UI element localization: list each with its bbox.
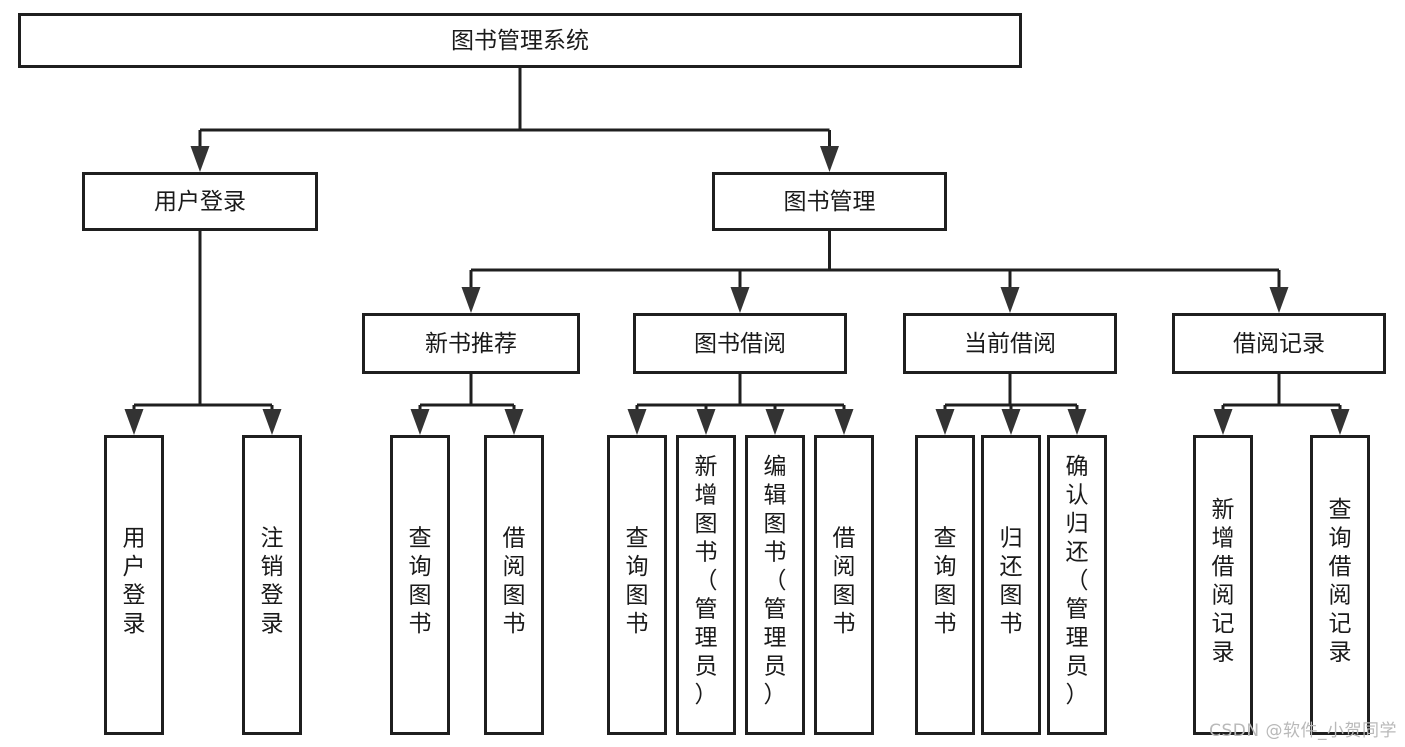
arrow-head-icon xyxy=(461,287,481,313)
arrow-head-icon xyxy=(935,409,955,435)
node-box xyxy=(18,13,1022,68)
node-leaf-edit-book[interactable]: 编辑图书（管理员） xyxy=(745,435,805,735)
node-leaf-confirm-return[interactable]: 确认归还（管理员） xyxy=(1047,435,1107,735)
node-leaf-borrow-book-1[interactable]: 借阅图书 xyxy=(484,435,544,735)
arrow-head-icon xyxy=(1213,409,1233,435)
node-leaf-query-book-1[interactable]: 查询图书 xyxy=(390,435,450,735)
node-current-borrow[interactable]: 当前借阅 xyxy=(903,313,1117,374)
arrow-head-icon xyxy=(627,409,647,435)
node-leaf-add-book[interactable]: 新增图书（管理员） xyxy=(676,435,736,735)
node-box xyxy=(903,313,1117,374)
node-label: 图书管理 xyxy=(784,189,876,215)
node-box xyxy=(607,435,667,735)
node-leaf-query-book-2[interactable]: 查询图书 xyxy=(607,435,667,735)
arrow-head-icon xyxy=(765,409,785,435)
node-new-book-rec[interactable]: 新书推荐 xyxy=(362,313,580,374)
connectors-layer xyxy=(124,68,1350,435)
node-user-login[interactable]: 用户登录 xyxy=(82,172,318,231)
node-label: 当前借阅 xyxy=(964,331,1056,357)
arrow-head-icon xyxy=(262,409,282,435)
node-box xyxy=(712,172,947,231)
arrow-head-icon xyxy=(1000,287,1020,313)
node-box xyxy=(82,172,318,231)
node-box xyxy=(104,435,164,735)
node-label: 借阅图书 xyxy=(503,525,526,637)
arrow-head-icon xyxy=(410,409,430,435)
arrow-head-icon xyxy=(1330,409,1350,435)
node-box xyxy=(1310,435,1370,735)
node-box xyxy=(1172,313,1386,374)
node-label: 编辑图书（管理员） xyxy=(764,454,787,708)
node-box xyxy=(484,435,544,735)
node-label: 用户登录 xyxy=(123,525,146,637)
arrow-head-icon xyxy=(1001,409,1021,435)
node-label: 图书借阅 xyxy=(694,331,786,357)
node-box xyxy=(633,313,847,374)
node-label: 新增图书（管理员） xyxy=(695,454,718,708)
node-box xyxy=(915,435,975,735)
node-label: 归还图书 xyxy=(1000,525,1023,637)
node-label: 注销登录 xyxy=(261,525,284,637)
node-box xyxy=(390,435,450,735)
node-leaf-borrow-book-2[interactable]: 借阅图书 xyxy=(814,435,874,735)
node-label: 确认归还（管理员） xyxy=(1066,454,1089,708)
node-box xyxy=(1047,435,1107,735)
node-borrow-record[interactable]: 借阅记录 xyxy=(1172,313,1386,374)
node-box xyxy=(242,435,302,735)
node-label: 借阅图书 xyxy=(833,525,856,637)
arrow-head-icon xyxy=(190,146,210,172)
node-label: 查询图书 xyxy=(934,525,957,637)
node-box xyxy=(1193,435,1253,735)
node-leaf-user-logout[interactable]: 注销登录 xyxy=(242,435,302,735)
node-box xyxy=(676,435,736,735)
node-box xyxy=(745,435,805,735)
node-box xyxy=(362,313,580,374)
node-box xyxy=(814,435,874,735)
node-label: 查询图书 xyxy=(626,525,649,637)
node-label: 借阅记录 xyxy=(1233,331,1325,357)
arrow-head-icon xyxy=(820,146,839,172)
node-label: 用户登录 xyxy=(154,189,246,215)
node-leaf-user-login[interactable]: 用户登录 xyxy=(104,435,164,735)
node-book-manage[interactable]: 图书管理 xyxy=(712,172,947,231)
node-book-borrow[interactable]: 图书借阅 xyxy=(633,313,847,374)
arrow-head-icon xyxy=(124,409,144,435)
node-leaf-return-book[interactable]: 归还图书 xyxy=(981,435,1041,735)
arrow-head-icon xyxy=(834,409,854,435)
arrow-head-icon xyxy=(504,409,524,435)
arrow-head-icon xyxy=(696,409,716,435)
node-leaf-query-record[interactable]: 查询借阅记录 xyxy=(1310,435,1370,735)
arrow-head-icon xyxy=(730,287,750,313)
arrow-head-icon xyxy=(1067,409,1087,435)
node-box xyxy=(981,435,1041,735)
node-label: 图书管理系统 xyxy=(451,28,589,54)
node-label: 新增借阅记录 xyxy=(1212,497,1235,666)
arrow-head-icon xyxy=(1269,287,1289,313)
node-label: 查询图书 xyxy=(409,525,432,637)
node-root[interactable]: 图书管理系统 xyxy=(18,13,1022,68)
node-label: 查询借阅记录 xyxy=(1329,497,1352,666)
node-leaf-add-record[interactable]: 新增借阅记录 xyxy=(1193,435,1253,735)
nodes-layer: 图书管理系统用户登录图书管理新书推荐图书借阅当前借阅借阅记录用户登录注销登录查询… xyxy=(18,13,1386,735)
node-leaf-query-book-3[interactable]: 查询图书 xyxy=(915,435,975,735)
node-label: 新书推荐 xyxy=(425,331,517,357)
